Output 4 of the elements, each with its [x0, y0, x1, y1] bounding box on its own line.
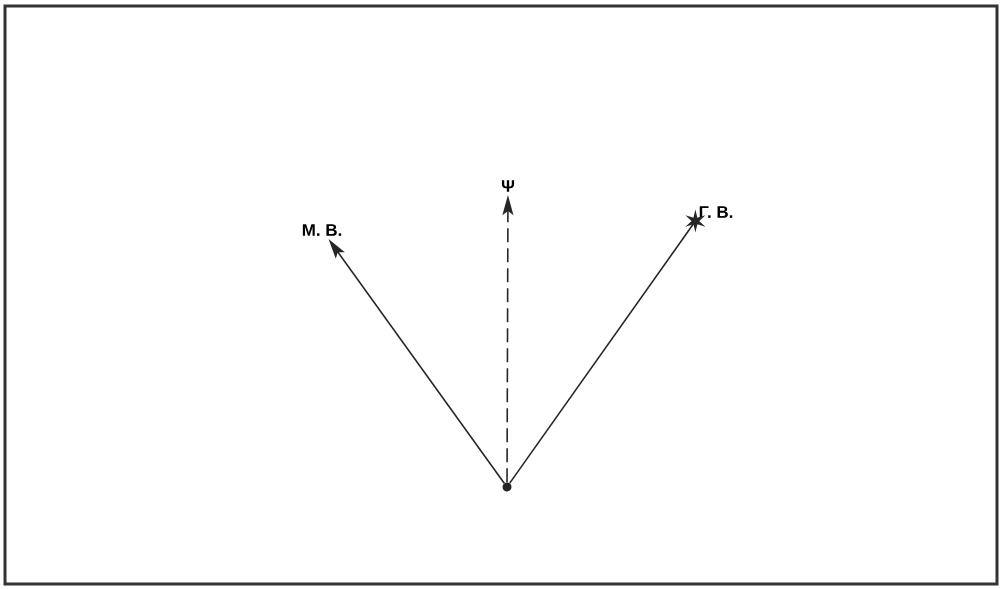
direction-label: Μ. Β.: [302, 224, 342, 236]
origin-point: [502, 482, 512, 492]
direction-label: Γ. Β.: [699, 206, 733, 218]
direction-label: Ψ: [501, 180, 515, 192]
